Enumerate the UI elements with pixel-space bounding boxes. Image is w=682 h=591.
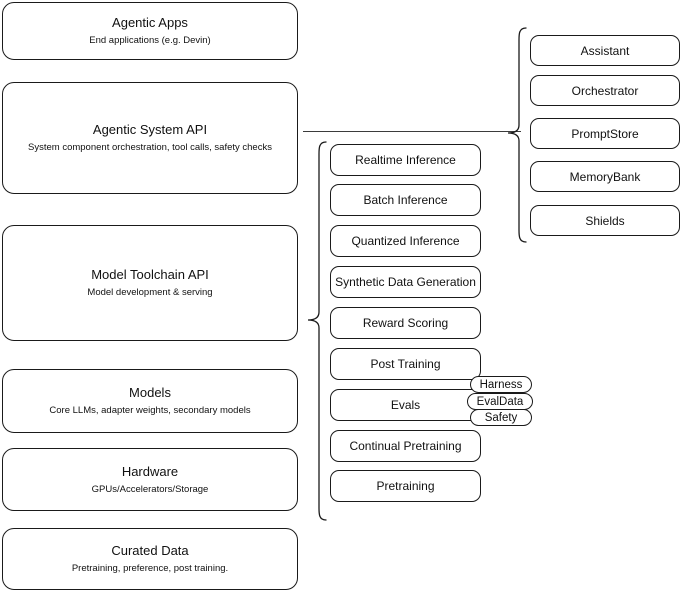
evals-pill-label: Safety xyxy=(484,411,518,424)
evals-pill-label: Harness xyxy=(479,378,523,391)
toolchain-label: Realtime Inference xyxy=(355,153,456,167)
layer-box-hardware[interactable]: Hardware GPUs/Accelerators/Storage xyxy=(2,448,298,511)
layer-title: Hardware xyxy=(121,463,179,479)
connector-line-system-api-to-components xyxy=(303,131,521,132)
layer-subtitle: Model development & serving xyxy=(87,287,213,298)
brace-toolchain xyxy=(305,140,327,522)
layer-title: Agentic Apps xyxy=(112,15,188,30)
toolchain-box-realtime-inference[interactable]: Realtime Inference xyxy=(330,144,481,176)
layer-subtitle: Core LLMs, adapter weights, secondary mo… xyxy=(49,405,251,416)
toolchain-label: Reward Scoring xyxy=(362,316,449,330)
toolchain-box-post-training[interactable]: Post Training xyxy=(330,348,481,380)
system-box-shields[interactable]: Shields xyxy=(530,205,680,236)
layer-title: Curated Data xyxy=(111,543,189,558)
toolchain-box-quantized-inference[interactable]: Quantized Inference xyxy=(330,225,481,257)
toolchain-label: Post Training xyxy=(370,357,441,371)
evals-pill-safety[interactable]: Safety xyxy=(470,409,532,426)
system-label: Shields xyxy=(585,213,625,228)
toolchain-label: Synthetic Data Generation xyxy=(335,275,476,289)
layer-subtitle: GPUs/Accelerators/Storage xyxy=(91,483,209,495)
brace-system-components xyxy=(505,26,527,244)
evals-pill-harness[interactable]: Harness xyxy=(470,376,532,393)
toolchain-box-continual-pretraining[interactable]: Continual Pretraining xyxy=(330,430,481,462)
layer-box-agentic-apps[interactable]: Agentic Apps End applications (e.g. Devi… xyxy=(2,2,298,60)
toolchain-box-reward-scoring[interactable]: Reward Scoring xyxy=(330,307,481,339)
toolchain-box-synthetic-data-generation[interactable]: Synthetic Data Generation xyxy=(330,266,481,298)
toolchain-label: Evals xyxy=(390,398,421,412)
layer-title: Model Toolchain API xyxy=(91,267,209,282)
layer-box-models[interactable]: Models Core LLMs, adapter weights, secon… xyxy=(2,369,298,433)
layer-title: Models xyxy=(129,385,171,400)
system-label: MemoryBank xyxy=(569,169,641,184)
system-box-assistant[interactable]: Assistant xyxy=(530,35,680,66)
toolchain-box-evals[interactable]: Evals xyxy=(330,389,481,421)
layer-box-model-toolchain-api[interactable]: Model Toolchain API Model development & … xyxy=(2,225,298,341)
layer-box-agentic-system-api[interactable]: Agentic System API System component orch… xyxy=(2,82,298,194)
system-label: PromptStore xyxy=(571,126,639,141)
layer-subtitle: System component orchestration, tool cal… xyxy=(28,142,272,153)
layer-subtitle: End applications (e.g. Devin) xyxy=(89,35,211,46)
layer-title: Agentic System API xyxy=(92,122,208,137)
toolchain-box-pretraining[interactable]: Pretraining xyxy=(330,470,481,502)
toolchain-label: Pretraining xyxy=(376,479,435,493)
system-label: Orchestrator xyxy=(571,83,639,98)
toolchain-box-batch-inference[interactable]: Batch Inference xyxy=(330,184,481,216)
layer-subtitle: Pretraining, preference, post training. xyxy=(71,563,229,574)
toolchain-label: Batch Inference xyxy=(363,193,448,207)
toolchain-label: Quantized Inference xyxy=(351,234,460,248)
toolchain-label: Continual Pretraining xyxy=(349,439,462,453)
system-label: Assistant xyxy=(580,43,630,58)
system-box-memorybank[interactable]: MemoryBank xyxy=(530,161,680,192)
evals-pill-evaldata[interactable]: EvalData xyxy=(467,393,533,410)
system-box-orchestrator[interactable]: Orchestrator xyxy=(530,75,680,106)
system-box-promptstore[interactable]: PromptStore xyxy=(530,118,680,149)
layer-box-curated-data[interactable]: Curated Data Pretraining, preference, po… xyxy=(2,528,298,590)
evals-pill-label: EvalData xyxy=(476,395,524,408)
